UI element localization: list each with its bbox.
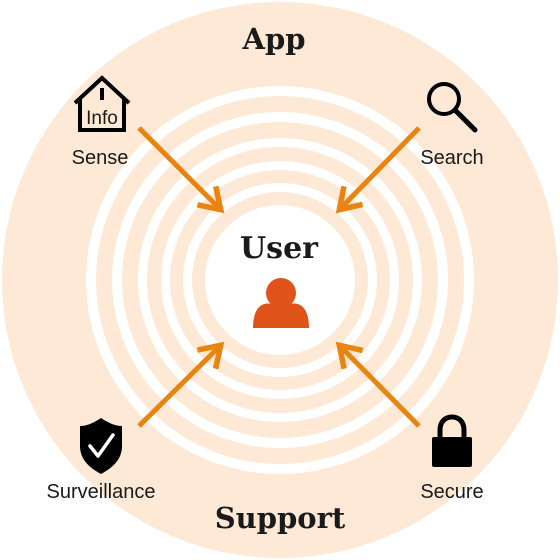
arrow-surveillance <box>137 346 220 428</box>
node-search-label: Search <box>420 147 483 169</box>
node-search: Search <box>420 82 484 169</box>
magnifier-icon <box>427 82 478 133</box>
node-surveillance: Surveillance <box>47 418 156 503</box>
shield-check-icon <box>80 418 122 474</box>
node-secure: Secure <box>420 414 484 503</box>
title-top: App <box>241 22 305 56</box>
node-surveillance-label: Surveillance <box>47 481 156 503</box>
home-info-icon-text: Info <box>86 108 118 129</box>
node-sense: Info Sense <box>72 75 131 169</box>
user-icon <box>253 278 309 328</box>
center-label: User <box>240 231 319 266</box>
node-secure-label: Secure <box>420 481 483 503</box>
title-bottom: Support <box>215 501 346 535</box>
node-sense-label: Sense <box>72 147 129 169</box>
arrows <box>137 126 421 428</box>
home-info-icon: Info <box>73 75 131 132</box>
arrow-search <box>340 126 421 209</box>
arrow-secure <box>340 346 421 428</box>
arrow-sense <box>137 126 220 209</box>
padlock-icon <box>432 414 472 467</box>
